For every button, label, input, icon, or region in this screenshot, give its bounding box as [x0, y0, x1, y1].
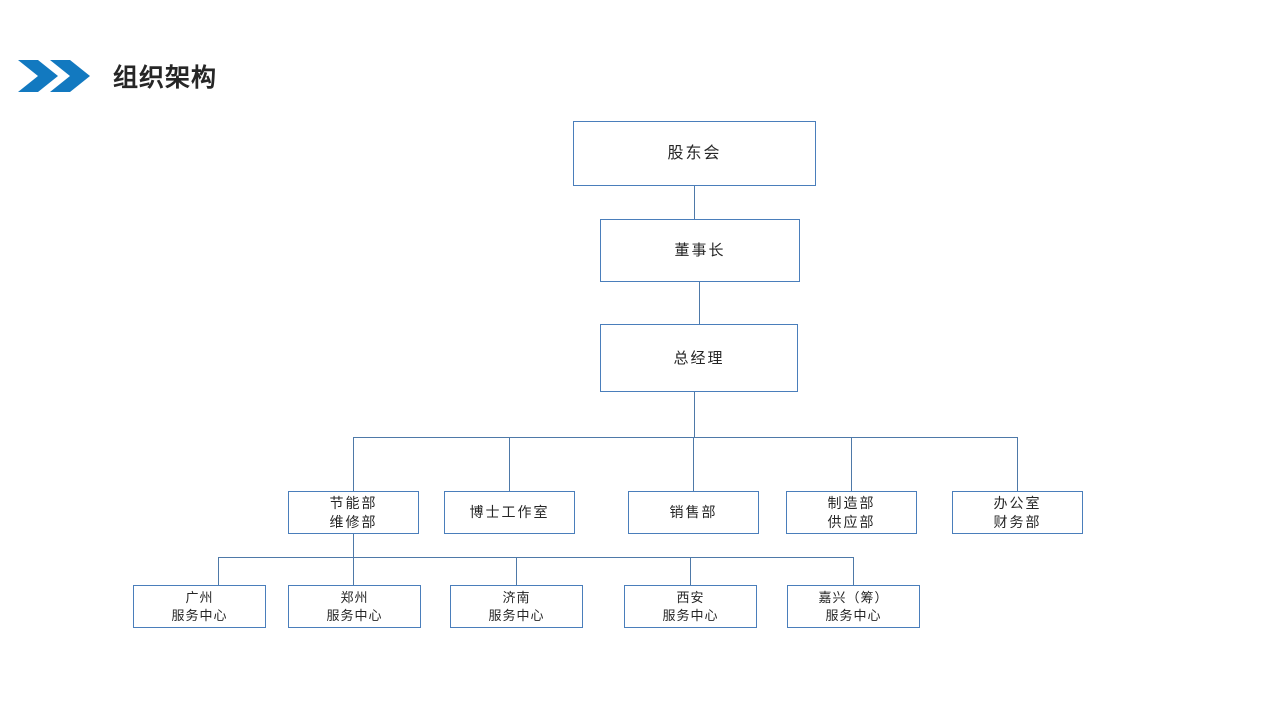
connector-department-bus — [353, 437, 1018, 438]
node-center-jiaxing[interactable]: 嘉兴（筹） 服务中心 — [787, 585, 920, 628]
connector-drop-center-zhengzhou — [353, 557, 354, 585]
connector-drop-dept-office — [1017, 437, 1018, 491]
connector-drop-dept-manufacturing — [851, 437, 852, 491]
node-chairman[interactable]: 董事长 — [600, 219, 800, 282]
node-center-guangzhou-line2: 服务中心 — [171, 607, 228, 623]
node-center-xian-line1: 西安 — [676, 589, 705, 605]
node-center-xian[interactable]: 西安 服务中心 — [624, 585, 757, 628]
connector-drop-center-guangzhou — [218, 557, 219, 585]
node-center-zhengzhou-line1: 郑州 — [340, 589, 369, 605]
node-general-manager[interactable]: 总经理 — [600, 324, 798, 392]
connector-drop-dept-energy — [353, 437, 354, 491]
connector-drop-center-jinan — [516, 557, 517, 585]
node-dept-energy-line2: 维修部 — [329, 513, 378, 530]
connector-drop-dept-sales — [693, 437, 694, 491]
node-dept-doctor-studio-label: 博士工作室 — [469, 504, 550, 520]
node-dept-sales[interactable]: 销售部 — [628, 491, 759, 534]
double-chevron-right-icon — [14, 58, 94, 94]
node-dept-office-line2: 财务部 — [993, 513, 1042, 530]
connector-energy-stem — [353, 534, 354, 557]
node-center-zhengzhou-line2: 服务中心 — [326, 607, 383, 623]
node-dept-energy-line1: 节能部 — [329, 494, 378, 511]
node-shareholders-meeting-label: 股东会 — [667, 144, 722, 162]
page-title: 组织架构 — [113, 64, 218, 92]
node-center-guangzhou[interactable]: 广州 服务中心 — [133, 585, 266, 628]
node-center-guangzhou-line1: 广州 — [185, 589, 214, 605]
node-center-jiaxing-line2: 服务中心 — [825, 607, 882, 623]
node-chairman-label: 董事长 — [674, 242, 726, 259]
connector-chairman-to-general-manager — [699, 282, 700, 324]
node-dept-office-finance[interactable]: 办公室 财务部 — [952, 491, 1083, 534]
connector-drop-center-jiaxing — [853, 557, 854, 585]
connector-drop-center-xian — [690, 557, 691, 585]
connector-shareholders-to-chairman — [694, 186, 695, 219]
connector-gm-stem — [694, 392, 695, 438]
node-center-zhengzhou[interactable]: 郑州 服务中心 — [288, 585, 421, 628]
node-dept-manufacturing-line2: 供应部 — [827, 513, 876, 530]
node-dept-manufacturing-supply[interactable]: 制造部 供应部 — [786, 491, 917, 534]
node-dept-doctor-studio[interactable]: 博士工作室 — [444, 491, 575, 534]
node-dept-sales-label: 销售部 — [669, 504, 718, 520]
node-dept-manufacturing-line1: 制造部 — [827, 494, 876, 511]
node-center-jiaxing-line1: 嘉兴（筹） — [818, 589, 889, 605]
connector-drop-dept-doctor-studio — [509, 437, 510, 491]
connector-service-center-bus — [218, 557, 854, 558]
node-center-jinan-line2: 服务中心 — [488, 607, 545, 623]
node-dept-office-line1: 办公室 — [993, 494, 1042, 511]
node-general-manager-label: 总经理 — [673, 349, 725, 367]
node-center-xian-line2: 服务中心 — [662, 607, 719, 623]
node-center-jinan[interactable]: 济南 服务中心 — [450, 585, 583, 628]
node-center-jinan-line1: 济南 — [502, 589, 531, 605]
node-dept-energy-maintenance[interactable]: 节能部 维修部 — [288, 491, 419, 534]
node-shareholders-meeting[interactable]: 股东会 — [573, 121, 816, 186]
